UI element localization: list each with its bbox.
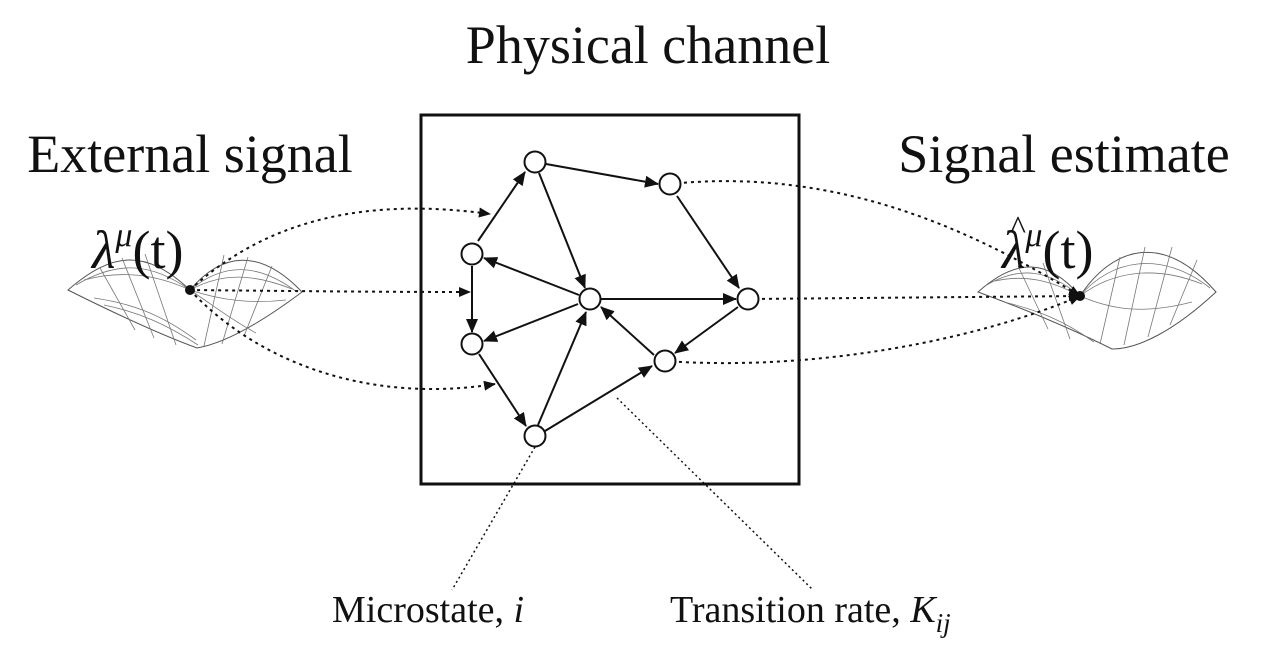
signal-estimate-hat: ^: [1010, 210, 1026, 247]
microstate-s7: [653, 349, 677, 373]
external-signal-manifold: [67, 253, 303, 349]
transition-s4-to-s3: [483, 257, 580, 296]
transition-s8-to-s4: [537, 311, 587, 426]
transition-s8-to-s7: [544, 365, 653, 432]
input-coupling-bottom: [189, 289, 496, 391]
transition-s1-to-s4: [538, 172, 586, 289]
microstate-s3: [460, 242, 484, 266]
physical-channel-title: Physical channel: [466, 15, 830, 75]
output-coupling-middle: [747, 291, 1081, 302]
transition-s3-to-s1: [477, 171, 526, 242]
transition-rate-leader-line: [616, 397, 814, 591]
transition-s2-to-s5: [676, 195, 740, 289]
microstate-annotation: Microstate, i: [332, 589, 524, 631]
transition-network: [466, 163, 740, 432]
microstate-s5: [736, 287, 760, 311]
transition-s6-to-s8: [478, 353, 527, 427]
transition-s1-to-s2: [545, 163, 659, 188]
signal-estimate-symbol: λμ(t): [1000, 217, 1093, 280]
input-coupling-top: [189, 207, 491, 291]
microstate-s8: [523, 424, 547, 448]
input-coupling-middle: [189, 286, 471, 297]
microstates: [460, 150, 760, 448]
signal-estimate-manifold: [977, 246, 1217, 350]
microstate-s4: [578, 287, 602, 311]
microstate-s6: [460, 332, 484, 356]
transition-rate-annotation: Transition rate, Kij: [670, 589, 951, 638]
microstate-leader-line: [451, 446, 536, 591]
microstate-s2: [658, 172, 682, 196]
signal-estimate-point: [1075, 291, 1085, 301]
transition-s7-to-s4: [600, 306, 655, 356]
external-signal-symbol: λμ(t): [90, 217, 183, 280]
signal-estimate-label: Signal estimate: [898, 124, 1229, 184]
transition-s4-to-s6: [483, 303, 579, 342]
transition-s5-to-s7: [674, 306, 739, 354]
microstate-s1: [523, 150, 547, 174]
external-signal-label: External signal: [27, 124, 352, 184]
